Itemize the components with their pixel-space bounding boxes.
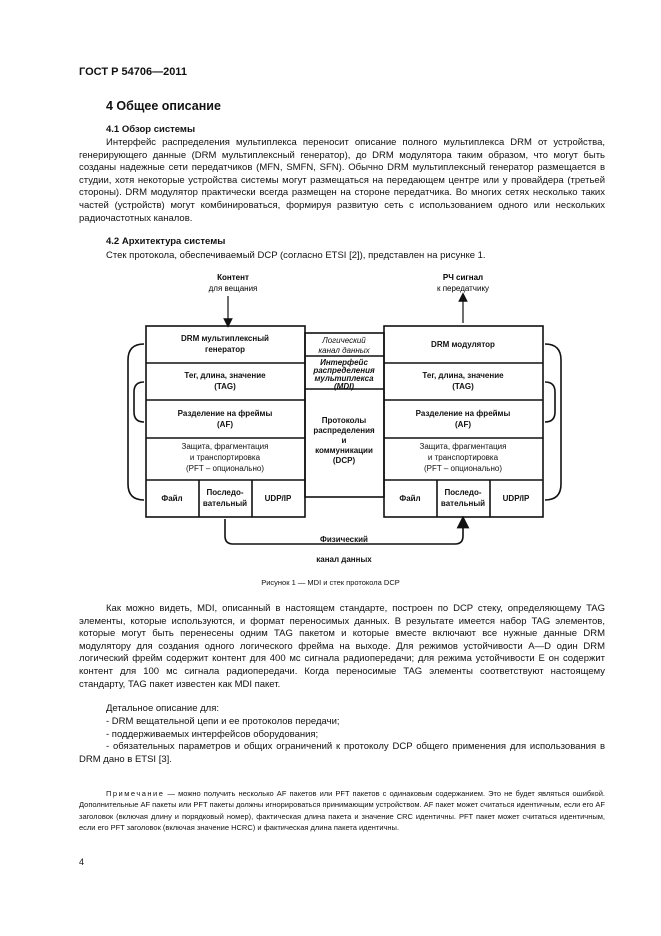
list-item: - DRM вещательной цепи и ее протоколов п… [106, 716, 340, 727]
logical-channel-label-2: канал данных [318, 346, 370, 355]
left-outer-bracket [127, 343, 145, 501]
note-text: — можно получить несколько AF пакетов ил… [79, 789, 605, 833]
figure-caption: Рисунок 1 — MDI и стек протокола DCP [261, 578, 400, 587]
right-af-label-1: Разделение на фреймы [416, 409, 511, 418]
dcp-label-4: коммуникации [315, 446, 373, 455]
physical-channel-label-1: Физический [320, 535, 368, 544]
left-udpip-label: UDP/IP [265, 494, 292, 503]
mdi-label-2: распределения [312, 366, 375, 375]
left-file-label: Файл [161, 494, 182, 503]
subsection-title-architecture: 4.2 Архитектура системы [106, 236, 226, 247]
right-serial-label-1: Последо- [444, 488, 481, 497]
list-item: - поддерживаемых интерфейсов оборудовани… [106, 728, 319, 740]
physical-channel-arrow [224, 515, 470, 545]
logical-channel-label-1: Логический [321, 336, 366, 345]
body-paragraph-2: Детальное описание для: [106, 703, 219, 714]
right-inner-bracket [544, 381, 556, 423]
right-modulator-label: DRM модулятор [431, 340, 495, 349]
left-pft-label-3: (PFT – опционально) [186, 464, 264, 473]
physical-channel-label-2: канал данных [316, 555, 372, 564]
right-serial-label-2: вательный [441, 499, 485, 508]
left-pft-label-2: и транспортировка [190, 453, 261, 462]
left-serial-label-2: вательный [203, 499, 247, 508]
section-title: 4 Общее описание [106, 99, 221, 113]
note-block: Примечание — можно получить несколько AF… [79, 788, 605, 834]
left-generator-label-2: генератор [205, 345, 245, 354]
left-serial-label-1: Последо- [206, 488, 243, 497]
left-af-label-1: Разделение на фреймы [178, 409, 273, 418]
left-pft-label-1: Защита, фрагментация [182, 442, 269, 451]
subsection-title-overview: 4.1 Обзор системы [106, 124, 196, 135]
right-pft-label-3: (PFT – опционально) [424, 464, 502, 473]
dcp-label-3: и [342, 436, 347, 445]
document-header: ГОСТ Р 54706—2011 [79, 66, 187, 78]
overview-paragraph: Интерфейс распределения мультиплекса пер… [79, 137, 605, 224]
left-protocol-stack [145, 325, 306, 518]
right-pft-label-1: Защита, фрагментация [420, 442, 507, 451]
left-inner-bracket [133, 381, 145, 423]
content-input-label-1: Контент [217, 273, 249, 282]
rf-output-label-1: РЧ сигнал [443, 273, 483, 282]
right-af-label-2: (AF) [455, 420, 471, 429]
middle-interface-column [304, 332, 385, 498]
architecture-paragraph: Стек протокола, обеспечиваемый DCP (согл… [106, 250, 486, 261]
mdi-label-4: (MDI) [334, 382, 354, 391]
body-paragraph-1: Как можно видеть, MDI, описанный в насто… [79, 603, 605, 690]
note-label: Примечание [106, 789, 165, 798]
right-tag-label-1: Тег, длина, значение [422, 371, 504, 380]
dcp-label-2: распределения [313, 426, 375, 435]
list-item: - обязательных параметров и общих ограни… [79, 741, 605, 765]
left-tag-label-2: (TAG) [214, 382, 236, 391]
left-af-label-2: (AF) [217, 420, 233, 429]
right-file-label: Файл [399, 494, 420, 503]
right-tag-label-2: (TAG) [452, 382, 474, 391]
content-input-label-2: для вещания [209, 284, 258, 293]
dcp-label-1: Протоколы [322, 416, 367, 425]
rf-output-label-2: к передатчику [437, 284, 489, 293]
body-list: - DRM вещательной цепи и ее протоколов п… [79, 716, 605, 766]
mdi-label-1: Интерфейс [320, 358, 368, 367]
dcp-label-5: (DCP) [333, 456, 356, 465]
right-udpip-label: UDP/IP [503, 494, 530, 503]
right-outer-bracket [544, 343, 562, 501]
protocol-stack-figure: Контент для вещания РЧ сигнал к передатч… [127, 273, 562, 564]
mdi-label-3: мультиплекса [314, 374, 374, 383]
left-generator-label-1: DRM мультиплексный [181, 334, 269, 343]
left-tag-label-1: Тег, длина, значение [184, 371, 266, 380]
right-pft-label-2: и транспортировка [428, 453, 499, 462]
page-number: 4 [79, 857, 85, 867]
